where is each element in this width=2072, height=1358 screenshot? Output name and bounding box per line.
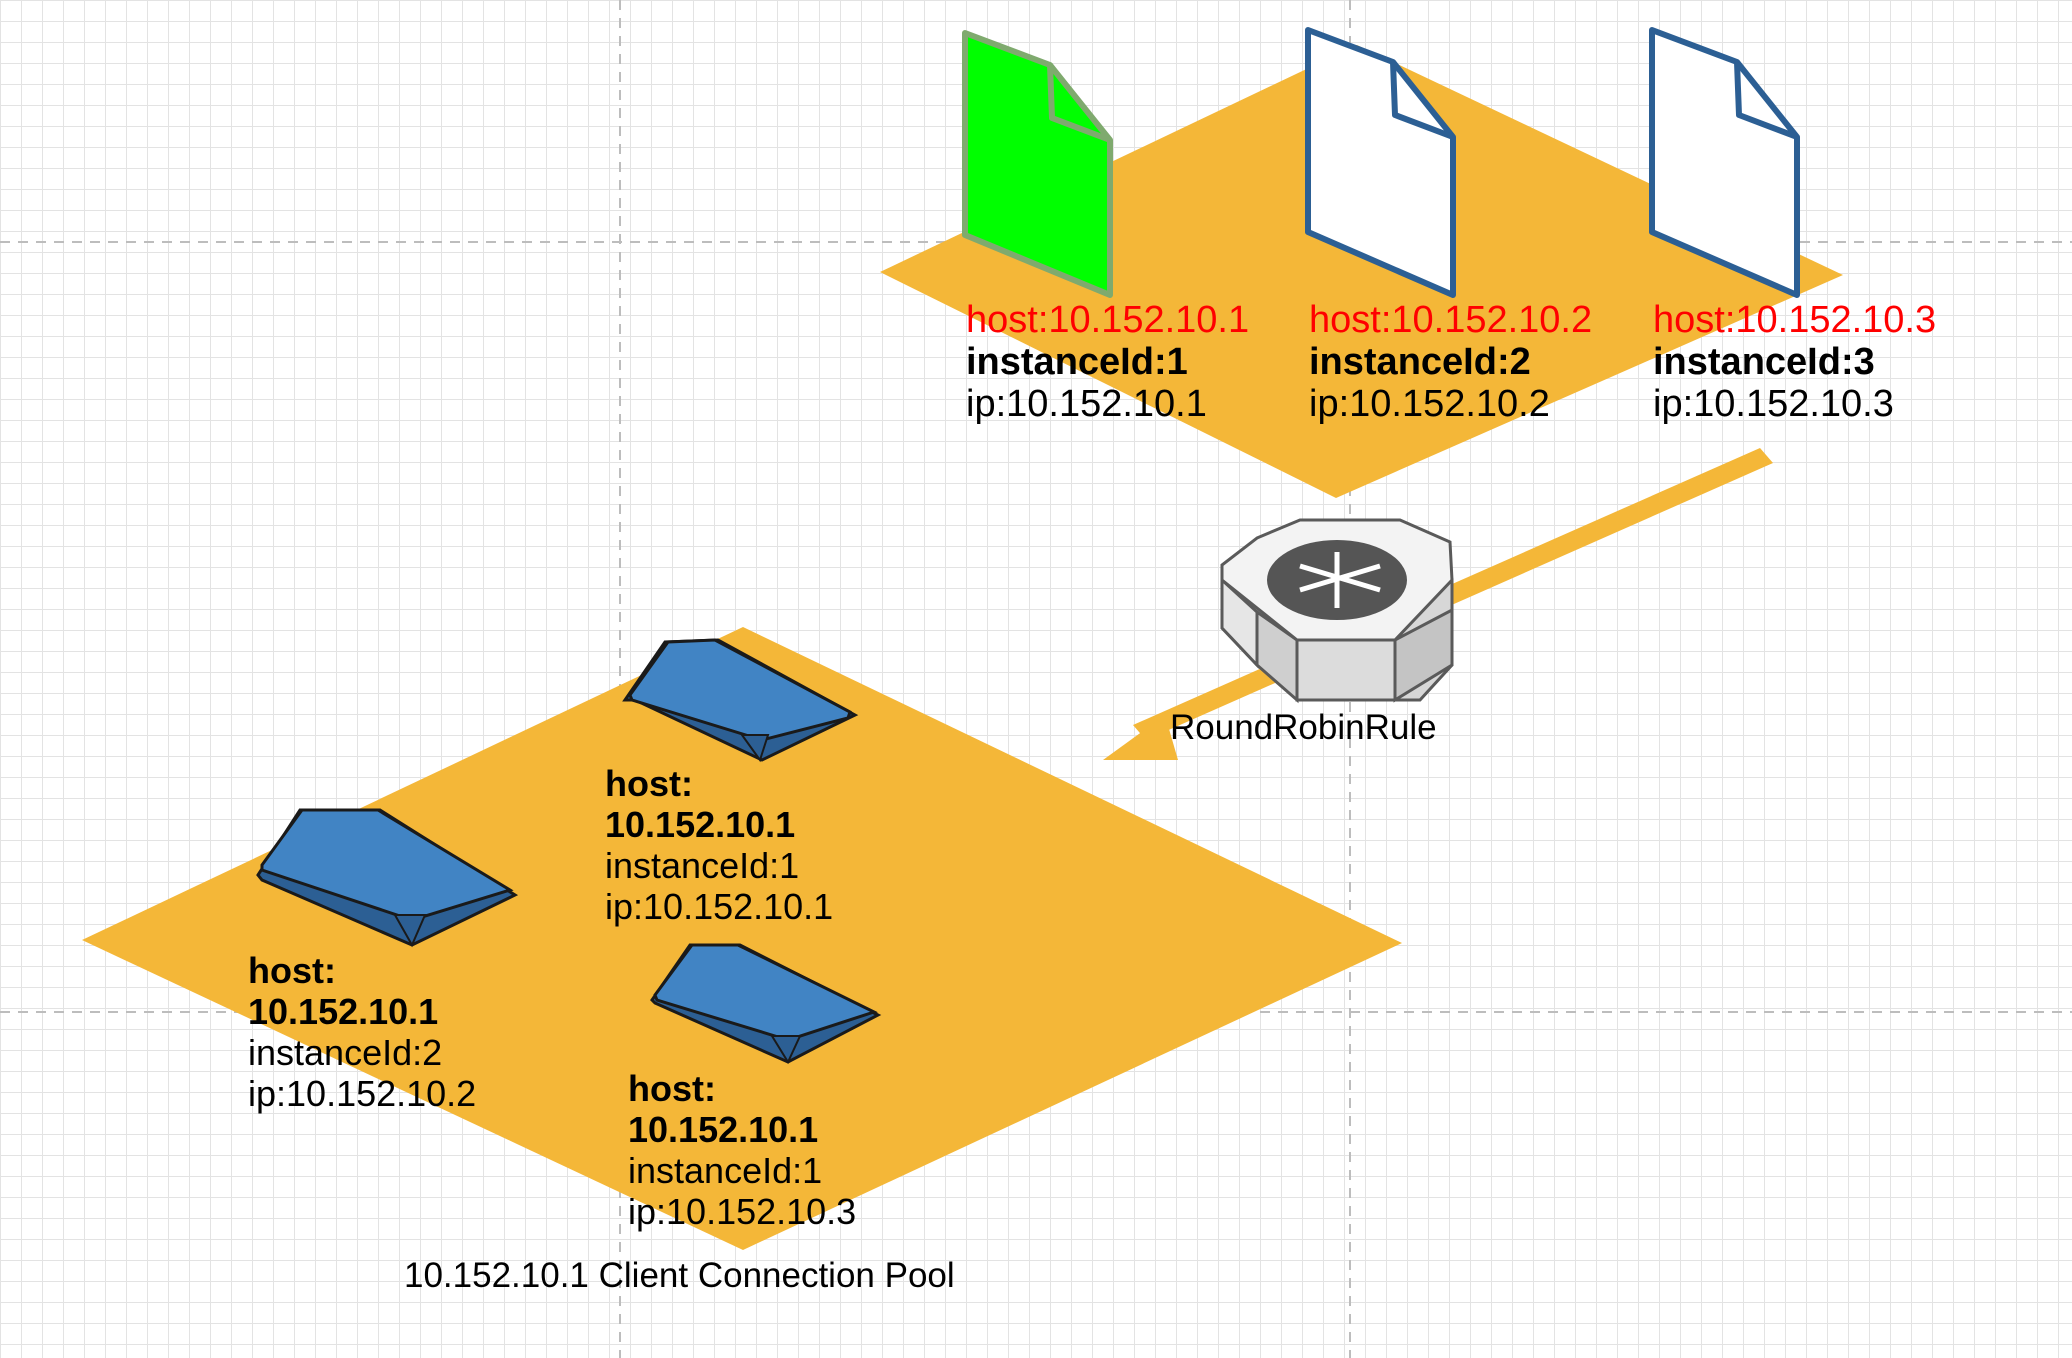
connection-icon-3 (650, 943, 882, 1065)
connection-host-ip: 10.152.10.1 (248, 991, 439, 1032)
connection-instance: instanceId:1 (605, 845, 800, 886)
pool-connection-label-3: host: 10.152.10.1 instanceId:1 ip:10.152… (628, 1068, 856, 1232)
instance-id: instanceId:2 (1309, 341, 1531, 383)
document-icon-2 (1305, 27, 1456, 298)
connection-pool-platform (82, 627, 1402, 1250)
instance-ip: ip:10.152.10.1 (966, 383, 1207, 425)
connection-ip: ip:10.152.10.2 (248, 1073, 477, 1114)
instance-host: host:10.152.10.1 (966, 299, 1250, 341)
connection-ip: ip:10.152.10.1 (605, 886, 834, 927)
connection-host-ip: 10.152.10.1 (605, 804, 796, 845)
instance-ip: ip:10.152.10.3 (1653, 383, 1894, 425)
pool-connection-label-2: host: 10.152.10.1 instanceId:2 ip:10.152… (248, 950, 476, 1114)
connection-instance: instanceId:1 (628, 1150, 823, 1191)
connection-instance: instanceId:2 (248, 1032, 443, 1073)
connection-host: host: (605, 763, 693, 804)
load-balancer-label: RoundRobinRule (1170, 708, 1437, 747)
instance-label-1: host:10.152.10.1 instanceId:1 ip:10.152.… (966, 299, 1249, 425)
connection-host: host: (628, 1068, 716, 1109)
pool-connection-label-1: host: 10.152.10.1 instanceId:1 ip:10.152… (605, 763, 833, 927)
connection-ip: ip:10.152.10.3 (628, 1191, 857, 1232)
instance-label-3: host:10.152.10.3 instanceId:3 ip:10.152.… (1653, 299, 1936, 425)
instance-id: instanceId:3 (1653, 341, 1875, 383)
pool-title: 10.152.10.1 Client Connection Pool (404, 1256, 955, 1295)
instance-host: host:10.152.10.3 (1653, 299, 1937, 341)
service-registry-platform (880, 45, 1843, 498)
connection-host-ip: 10.152.10.1 (628, 1109, 819, 1150)
connection-icon-1 (622, 638, 859, 763)
connection-icon-2 (256, 808, 519, 948)
document-icon-1 (962, 30, 1113, 298)
instance-ip: ip:10.152.10.2 (1309, 383, 1550, 425)
router-icon (1220, 518, 1454, 704)
document-icon-3 (1649, 27, 1800, 298)
instance-id: instanceId:1 (966, 341, 1188, 383)
instance-label-2: host:10.152.10.2 instanceId:2 ip:10.152.… (1309, 299, 1592, 425)
connection-host: host: (248, 950, 336, 991)
instance-host: host:10.152.10.2 (1309, 299, 1593, 341)
